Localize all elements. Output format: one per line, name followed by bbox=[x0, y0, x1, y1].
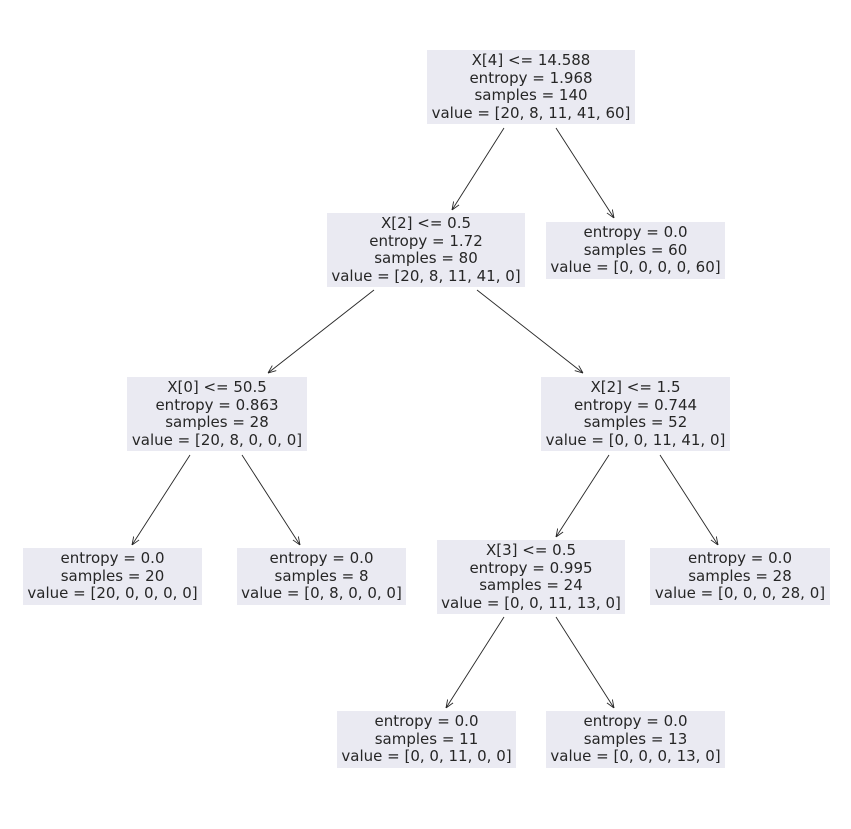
node-value-label: value = [0, 0, 11, 0, 0] bbox=[341, 747, 512, 765]
tree-leaf-n6: entropy = 0.0 samples = 8 value = [0, 8,… bbox=[237, 548, 406, 605]
tree-leaf-n9: entropy = 0.0 samples = 11 value = [0, 0… bbox=[337, 711, 516, 768]
node-value-label: value = [0, 0, 0, 0, 60] bbox=[550, 258, 721, 276]
edge-n3-n6 bbox=[241, 454, 300, 545]
node-entropy-label: entropy = 1.968 bbox=[469, 68, 593, 87]
node-entropy-label: entropy = 0.0 bbox=[60, 549, 165, 567]
tree-node-n7: X[3] <= 0.5 entropy = 0.995 samples = 24… bbox=[437, 540, 625, 614]
node-value-label: value = [0, 0, 11, 41, 0] bbox=[545, 430, 726, 449]
node-split-label: X[0] <= 50.5 bbox=[167, 378, 267, 396]
node-samples-label: samples = 28 bbox=[165, 413, 269, 431]
node-split-label: X[4] <= 14.588 bbox=[471, 51, 591, 69]
node-entropy-label: entropy = 0.0 bbox=[583, 223, 688, 241]
node-samples-label: samples = 20 bbox=[60, 566, 165, 585]
node-value-label: value = [0, 0, 0, 28, 0] bbox=[654, 584, 826, 602]
node-entropy-label: entropy = 0.0 bbox=[374, 712, 479, 730]
edge-n1-n3 bbox=[268, 289, 375, 373]
node-samples-label: samples = 8 bbox=[274, 566, 369, 585]
tree-leaf-n10: entropy = 0.0 samples = 13 value = [0, 0… bbox=[546, 711, 725, 768]
edge-n1-n4 bbox=[476, 289, 583, 373]
tree-leaf-n8: entropy = 0.0 samples = 28 value = [0, 0… bbox=[650, 548, 830, 605]
edge-n4-n7 bbox=[556, 454, 610, 537]
node-split-label: X[3] <= 0.5 bbox=[485, 541, 577, 559]
node-samples-label: samples = 60 bbox=[583, 240, 688, 259]
node-entropy-label: entropy = 0.744 bbox=[573, 395, 698, 414]
node-samples-label: samples = 28 bbox=[688, 566, 792, 585]
node-entropy-label: entropy = 0.0 bbox=[583, 712, 688, 730]
edge-n4-n8 bbox=[659, 454, 718, 545]
tree-node-root: X[4] <= 14.588 entropy = 1.968 samples =… bbox=[427, 50, 635, 124]
node-value-label: value = [20, 8, 11, 41, 60] bbox=[431, 103, 631, 122]
edge-n3-n5 bbox=[132, 454, 191, 545]
node-samples-label: samples = 13 bbox=[583, 729, 688, 748]
node-samples-label: samples = 80 bbox=[374, 249, 478, 267]
node-value-label: value = [0, 0, 11, 13, 0] bbox=[441, 593, 621, 612]
edge-n0-n1 bbox=[452, 127, 505, 210]
tree-node-n3: X[0] <= 50.5 entropy = 0.863 samples = 2… bbox=[127, 377, 307, 451]
node-split-label: X[2] <= 0.5 bbox=[380, 214, 472, 232]
node-value-label: value = [0, 0, 0, 13, 0] bbox=[550, 747, 721, 765]
node-entropy-label: entropy = 1.72 bbox=[369, 231, 483, 250]
edge-n7-n10 bbox=[555, 616, 614, 708]
node-samples-label: samples = 52 bbox=[583, 413, 688, 431]
node-samples-label: samples = 24 bbox=[479, 576, 583, 594]
node-entropy-label: entropy = 0.863 bbox=[155, 395, 279, 414]
node-samples-label: samples = 11 bbox=[374, 729, 479, 748]
tree-node-n4: X[2] <= 1.5 entropy = 0.744 samples = 52… bbox=[541, 377, 730, 451]
node-value-label: value = [20, 8, 11, 41, 0] bbox=[331, 266, 521, 285]
node-samples-label: samples = 140 bbox=[474, 86, 588, 104]
tree-node-n1: X[2] <= 0.5 entropy = 1.72 samples = 80 … bbox=[327, 213, 525, 287]
node-value-label: value = [0, 8, 0, 0, 0] bbox=[241, 584, 402, 602]
node-entropy-label: entropy = 0.0 bbox=[688, 549, 792, 567]
edge-n0-n2 bbox=[555, 127, 614, 218]
node-value-label: value = [20, 0, 0, 0, 0] bbox=[27, 584, 198, 602]
tree-leaf-n2: entropy = 0.0 samples = 60 value = [0, 0… bbox=[546, 222, 725, 279]
node-entropy-label: entropy = 0.995 bbox=[469, 558, 593, 577]
edge-n7-n9 bbox=[446, 616, 505, 708]
node-entropy-label: entropy = 0.0 bbox=[269, 549, 374, 567]
node-value-label: value = [20, 8, 0, 0, 0] bbox=[131, 430, 303, 449]
node-split-label: X[2] <= 1.5 bbox=[590, 378, 681, 396]
tree-leaf-n5: entropy = 0.0 samples = 20 value = [20, … bbox=[23, 548, 202, 605]
